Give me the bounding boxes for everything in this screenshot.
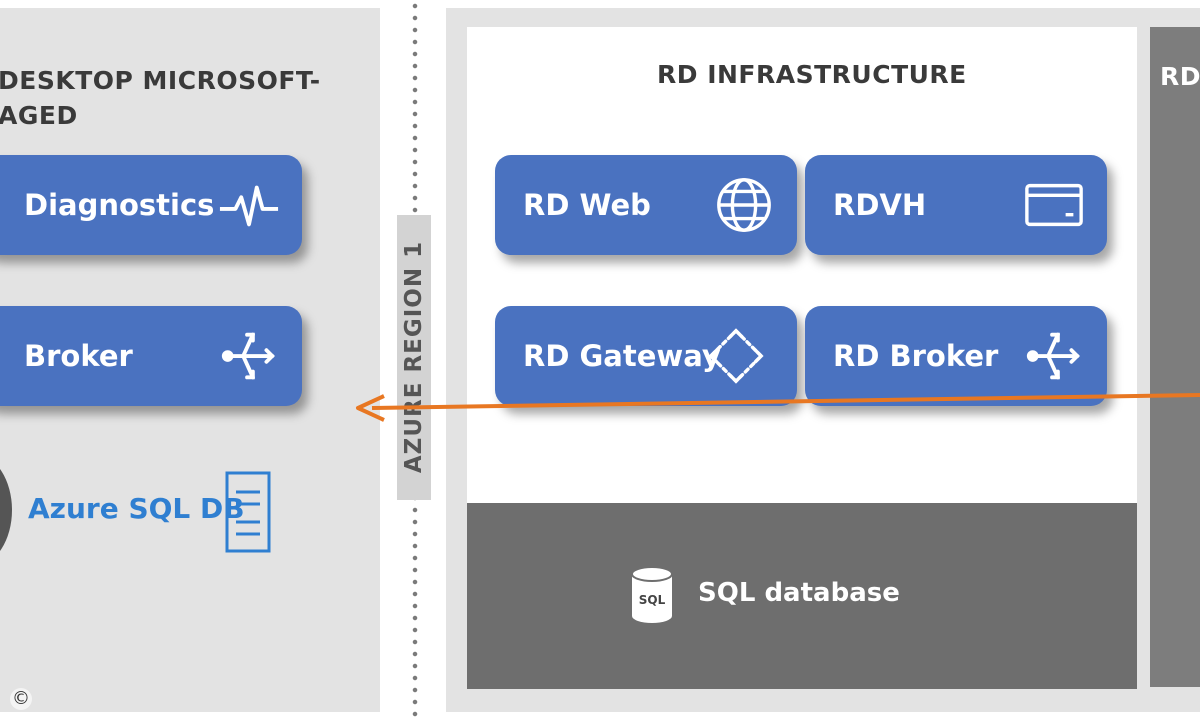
left-title-line1: DESKTOP MICROSOFT- (0, 66, 321, 95)
rd-broker-label: RD Broker (833, 339, 999, 373)
region-label-box (397, 215, 431, 500)
rd-infrastructure-title: RD INFRASTRUCTURE (657, 60, 967, 89)
sql-icon-text: SQL (639, 593, 666, 607)
azure-region-label: AZURE REGION 1 (401, 240, 427, 474)
gateway-arrows-icon (705, 325, 767, 387)
sql-database-box (467, 503, 1137, 689)
rd-broker-tile: RD Broker (805, 306, 1107, 406)
right-partial-panel (1150, 27, 1200, 687)
rdvh-tile: RDVH (805, 155, 1107, 255)
diagnostics-tile: Diagnostics (0, 155, 302, 255)
rd-web-label: RD Web (523, 188, 651, 222)
left-title-line2: AGED (0, 101, 78, 130)
sql-database-label: SQL database (698, 578, 900, 608)
rd-gateway-label: RD Gateway (523, 339, 721, 373)
card-icon (1023, 174, 1085, 236)
diagnostics-label: Diagnostics (24, 188, 215, 222)
azure-sql-db-label: Azure SQL DB (28, 492, 245, 525)
broker-arrows-icon (1023, 325, 1085, 387)
broker-arrows-icon (218, 325, 280, 387)
server-icon (224, 470, 272, 554)
heartbeat-icon (218, 174, 280, 236)
right-partial-title: RD (1160, 62, 1200, 91)
copyright-mark: © (10, 688, 32, 710)
rd-gateway-tile: RD Gateway (495, 306, 797, 406)
broker-label: Broker (24, 339, 133, 373)
broker-tile: Broker (0, 306, 302, 406)
rd-infrastructure-box (467, 27, 1137, 503)
rdvh-label: RDVH (833, 188, 927, 222)
rd-web-tile: RD Web (495, 155, 797, 255)
globe-icon (713, 174, 775, 236)
sql-database-icon: SQL (630, 566, 674, 624)
